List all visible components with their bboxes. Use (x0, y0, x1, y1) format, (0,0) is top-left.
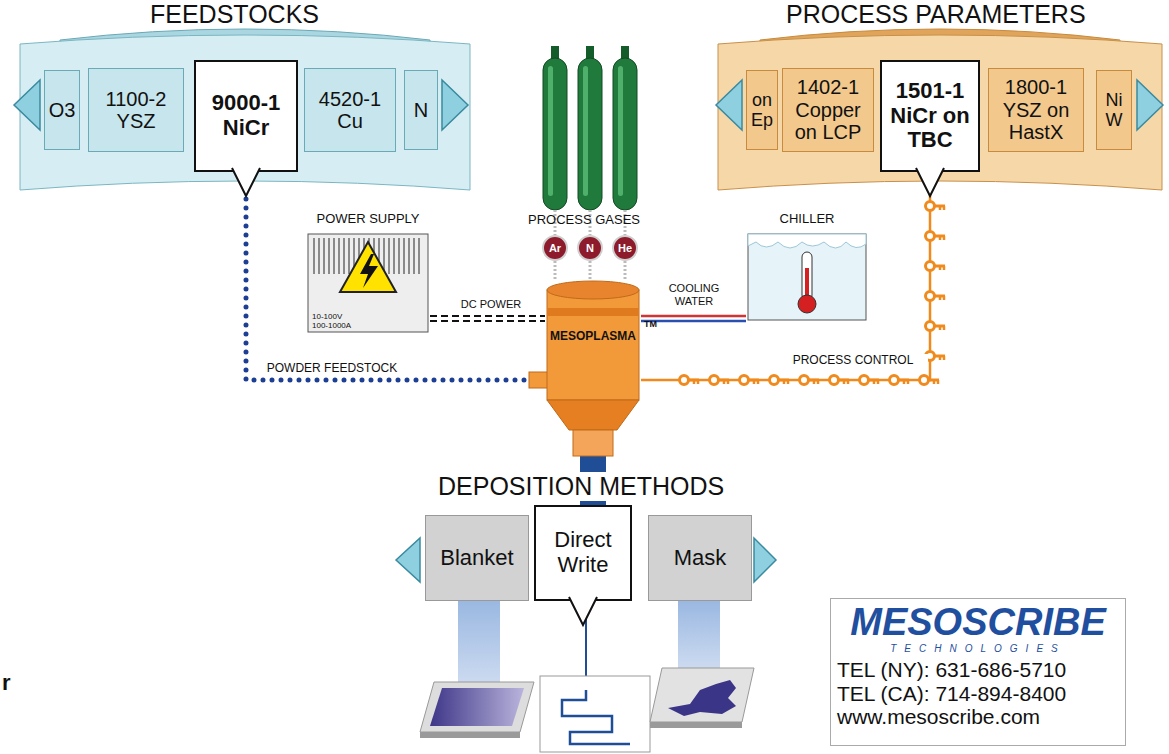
selection-pointer (232, 168, 260, 198)
gas-bottles (543, 46, 637, 235)
section-heading: FEEDSTOCKS (150, 0, 319, 29)
node-heading: 1402-1 (797, 76, 859, 98)
feedstock-card: 4520-1Cu (304, 68, 396, 152)
mask-substrate (650, 601, 754, 728)
node-heading: Ar (549, 242, 561, 254)
connector-label: PROCESS CONTROL (778, 354, 928, 368)
feedstock-card: N (404, 70, 438, 150)
node-text: 10-100V 100-1000A (312, 312, 356, 330)
connector-label: COOLING WATER (658, 282, 730, 307)
node-heading: MESOSCRIBE (837, 603, 1119, 643)
deposition-card-selected: Direct Write (534, 505, 632, 601)
section-heading: DEPOSITION METHODS (436, 472, 726, 501)
node-heading: CHILLER (780, 212, 835, 227)
node-text: TM (644, 319, 657, 329)
gas-valve: He (612, 235, 638, 261)
node-heading: POWER SUPPLY (316, 212, 419, 227)
chiller: CHILLER (746, 212, 868, 322)
plasma-torch: MESOPLASMATM (545, 280, 641, 456)
node-text: YSZ on HastX (993, 99, 1079, 144)
power-supply: POWER SUPPLY 10-100V 100-1000A (306, 212, 430, 334)
parameter-card-selected: 1501-1NiCr on TBC (880, 60, 980, 172)
node-heading: 1501-1 (896, 79, 965, 104)
node-text: Copper on LCP (787, 99, 869, 144)
connector (246, 172, 545, 380)
feedstock-card: 1100-2YSZ (88, 68, 184, 152)
direct-write-substrate (540, 601, 650, 752)
selection-pointer (916, 168, 944, 198)
connector (624, 261, 627, 280)
node-text: YSZ (117, 110, 156, 132)
chiller-drawing (746, 212, 868, 322)
deposition-card: Mask (648, 515, 752, 601)
node-text: www.mesoscribe.com (837, 705, 1119, 729)
node-heading: 9000-1 (212, 91, 281, 116)
node-heading: Mask (674, 546, 727, 571)
text-label: PROCESS GASES (528, 213, 640, 228)
node-heading: Blanket (440, 546, 513, 571)
selection-pointer (569, 597, 597, 627)
parameter-card: 1800-1YSZ on HastX (988, 68, 1084, 152)
parameter-card: 1402-1Copper on LCP (782, 68, 874, 152)
node-heading: Ni W (1101, 90, 1127, 130)
node-heading: on Ep (751, 90, 773, 130)
text-label: r (2, 670, 11, 695)
node-heading: 1800-1 (1005, 76, 1067, 98)
node-text: TEL (NY): 631-686-5710 (837, 658, 1119, 682)
gas-valve: N (577, 235, 603, 261)
node-text: TEL (CA): 714-894-8400 (837, 682, 1119, 706)
connectors (246, 172, 945, 505)
deposition-card: Blanket (425, 515, 529, 601)
node-heading: Direct Write (542, 528, 624, 577)
blanket-substrate (420, 601, 534, 738)
node-heading: N (414, 99, 428, 121)
connector (589, 261, 592, 280)
node-text: TECHNOLOGIES (837, 643, 1119, 654)
connector (554, 261, 557, 280)
parallel-line (430, 320, 545, 322)
section-heading: PROCESS PARAMETERS (786, 0, 1086, 29)
parameter-carousel (716, 29, 1163, 190)
feedstock-carousel (14, 29, 470, 190)
node-heading: MESOPLASMA (550, 330, 636, 343)
feedstock-card-selected: 9000-1NiCr (194, 60, 298, 172)
node-text: NiCr (223, 116, 269, 141)
torch-drawing (545, 280, 641, 456)
connector (641, 315, 746, 318)
parameter-card: on Ep (746, 70, 778, 150)
nav-arrow (754, 538, 776, 582)
node-text: Cu (337, 110, 363, 132)
node-heading: 4520-1 (319, 88, 381, 110)
feedstock-card: O3 (44, 70, 80, 150)
node-heading: 1100-2 (106, 88, 167, 110)
node-heading: He (618, 242, 632, 254)
company-logo: MESOSCRIBETECHNOLOGIES TEL (NY): 631-686-… (830, 598, 1126, 746)
gas-valve: Ar (542, 235, 568, 261)
node-heading: N (586, 242, 594, 254)
connector-label: POWDER FEEDSTOCK (252, 362, 412, 376)
connector-label: DC POWER (446, 298, 536, 311)
connector (430, 315, 545, 317)
connector (641, 172, 930, 380)
node-text: NiCr on TBC (886, 104, 974, 153)
node-heading: O3 (49, 99, 76, 121)
nav-arrow (396, 538, 420, 582)
parameter-card: Ni W (1096, 70, 1132, 150)
